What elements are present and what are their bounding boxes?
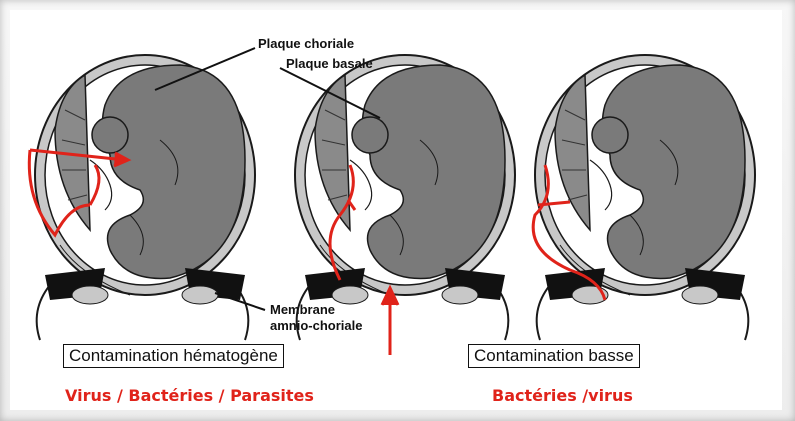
uterus-hematogenous: [35, 55, 255, 340]
label-plaque-choriale: Plaque choriale: [258, 36, 354, 51]
label-membrane-line1: Membrane: [270, 302, 335, 317]
diagram-canvas: Plaque choriale Plaque basale Membrane a…: [10, 10, 782, 410]
box-label-ascending: Contamination basse: [468, 344, 640, 368]
label-plaque-basale: Plaque basale: [286, 56, 373, 71]
uterus-reference: [535, 55, 755, 340]
agents-hematogenous: Virus / Bactéries / Parasites: [65, 386, 314, 405]
box-label-hematogenous: Contamination hématogène: [63, 344, 284, 368]
uterus-ascending: [295, 55, 515, 340]
agents-ascending: Bactéries /virus: [492, 386, 633, 405]
label-membrane-line2: amnio-choriale: [270, 318, 362, 333]
